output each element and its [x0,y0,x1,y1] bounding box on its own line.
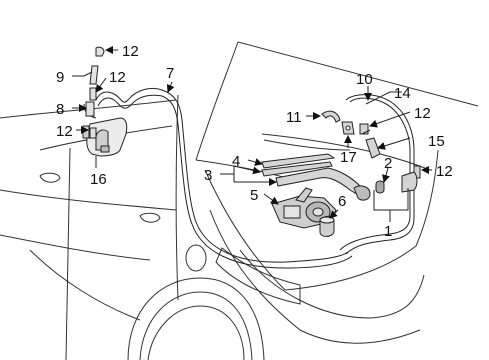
washer-hose-main-outer [95,87,349,263]
callout-5: 5 [250,187,258,204]
nozzle-13 [95,46,105,57]
door-handle-front [39,172,61,183]
callout-4: 4 [232,153,240,170]
clip-14 [401,171,418,193]
callout-12-right: 12 [436,163,453,180]
rocker-line [0,234,151,261]
wiper-arm-and-blade [261,153,371,201]
door-handle-rear [139,212,161,223]
callout-9: 9 [56,69,64,86]
washer-hose-assembly [95,87,415,269]
trunk-lid-left-edge [195,41,239,161]
fuel-door [185,244,207,272]
grommet-2 [375,180,385,194]
wiper-pivot-cap [353,185,371,201]
grommet-6 [319,215,335,237]
callout-2: 2 [384,155,392,172]
wiper-blade-4 [261,153,336,169]
callout-11: 11 [286,109,302,126]
callout-17: 17 [340,149,357,166]
trunk-panel-left [204,169,286,291]
callout-12-right-upper: 12 [414,105,431,122]
callout-3: 3 [204,167,212,184]
body-side-line [0,189,177,211]
leader-lines [72,46,432,222]
washer-hose-trunk-upper [349,97,411,151]
callout-14: 14 [394,85,411,102]
callout-8: 8 [56,101,64,118]
wiper-blade-insert [261,161,333,177]
trunk-panel-bottom [284,245,417,291]
jet-16 [365,137,381,159]
reservoir-hoses [85,46,105,139]
elbow-8 [85,101,95,117]
trunk-lid-upper-edge [237,41,479,107]
callout-13: 12 [122,43,139,60]
callout-16: 15 [428,133,445,150]
rear-window-bottom [261,133,431,171]
callout-15: 16 [90,171,107,188]
clip-12-left [89,127,97,139]
trunk-panel-right [415,149,439,247]
c-pillar-line [175,94,179,301]
wheel-arch [127,277,265,360]
callout-7: 7 [166,65,174,82]
door-front-edge [65,147,71,360]
callout-6: 6 [338,193,346,210]
rear-bumper [239,249,425,319]
callout-12-left: 12 [56,123,73,140]
washer-hose-trunk-lower [339,150,411,251]
tail-light [215,247,301,305]
callout-10: 10 [356,71,373,88]
hose-9 [89,65,99,85]
callout-numbers: 12 9 12 7 8 12 16 10 14 11 12 15 17 2 12… [56,43,453,240]
rear-washer-components [321,110,421,194]
washer-hose-main-inner [97,94,353,269]
callout-1: 1 [384,223,392,240]
callout-12-top-left: 12 [109,69,126,86]
clip-12-upper [89,87,97,101]
hose-11 [321,110,341,123]
pump-fitting-left [82,125,90,139]
